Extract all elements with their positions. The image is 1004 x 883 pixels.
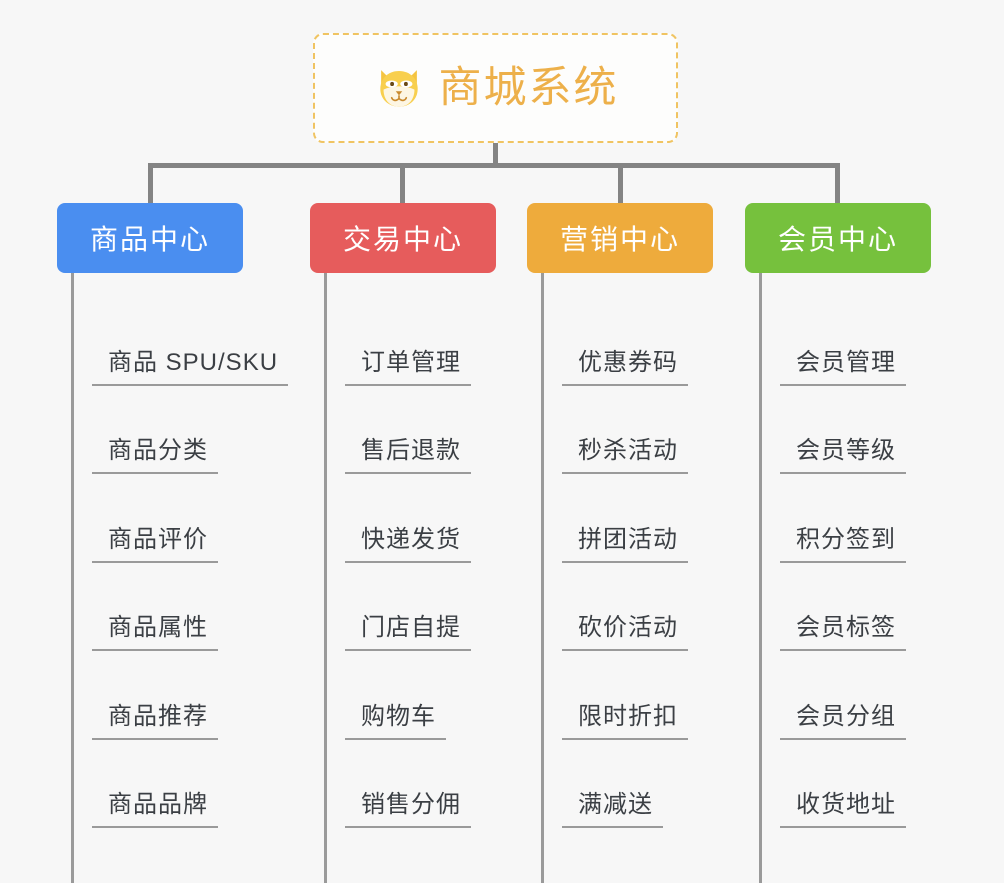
root-node[interactable]: 商城系统 [313,33,678,143]
branch-column-1: 商品中心 商品 SPU/SKU 商品分类 商品评价 商品属性 商品推荐 商品品牌 [57,203,289,883]
list-item[interactable]: 商品 SPU/SKU [92,297,289,386]
leaf-label: 门店自提 [345,607,471,651]
list-item[interactable]: 快递发货 [345,474,510,563]
leaf-label: 商品分类 [92,430,218,474]
category-label-2: 交易中心 [342,224,463,255]
leaf-label: 积分签到 [780,519,906,563]
leaf-label: 会员标签 [780,607,906,651]
list-item[interactable]: 积分签到 [780,474,945,563]
leaf-label: 商品 SPU/SKU [92,342,289,386]
leaf-list-4: 会员管理 会员等级 积分签到 会员标签 会员分组 收货地址 [759,273,945,883]
list-item[interactable]: 会员标签 [780,563,945,651]
list-item[interactable]: 销售分佣 [345,740,510,828]
leaf-label: 订单管理 [345,342,471,386]
leaf-label: 快递发货 [345,519,471,563]
leaf-label: 会员管理 [780,342,906,386]
leaf-label: 收货地址 [780,784,906,828]
connector-drop-1 [148,163,153,205]
list-item[interactable]: 满减送 [562,740,727,828]
leaf-label: 拼团活动 [562,519,688,563]
list-item[interactable]: 商品分类 [92,386,287,474]
leaf-label: 商品评价 [92,519,218,563]
leaf-label: 商品属性 [92,607,218,651]
root-title: 商城系统 [438,63,619,112]
leaf-label: 优惠券码 [562,342,688,386]
leaf-label: 销售分佣 [345,784,471,828]
category-box-1[interactable]: 商品中心 [57,203,243,273]
mindmap-diagram: 商城系统 商品中心 商品 SPU/SKU 商品分类 商品评价 商品属性 商品推荐… [57,33,931,883]
category-label-3: 营销中心 [559,224,680,255]
leaf-label: 满减送 [562,784,663,828]
leaf-label: 会员分组 [780,696,906,740]
leaf-label: 购物车 [345,696,446,740]
list-item[interactable]: 砍价活动 [562,563,727,651]
list-item[interactable]: 商品品牌 [92,740,287,828]
connector-drop-3 [618,163,623,205]
list-item[interactable]: 门店自提 [345,563,510,651]
list-item[interactable]: 购物车 [345,651,510,740]
list-item[interactable]: 会员等级 [780,386,945,474]
list-item[interactable]: 商品属性 [92,563,287,651]
leaf-list-2: 订单管理 售后退款 快递发货 门店自提 购物车 销售分佣 [324,273,510,883]
category-label-1: 商品中心 [89,224,210,255]
list-item[interactable]: 秒杀活动 [562,386,727,474]
list-item[interactable]: 限时折扣 [562,651,727,740]
leaf-label: 商品推荐 [92,696,218,740]
leaf-label: 会员等级 [780,430,906,474]
branch-column-2: 交易中心 订单管理 售后退款 快递发货 门店自提 购物车 销售分佣 [310,203,510,883]
category-box-4[interactable]: 会员中心 [745,203,931,273]
connector-drop-2 [400,163,405,205]
category-box-2[interactable]: 交易中心 [310,203,496,273]
leaf-label: 砍价活动 [562,607,688,651]
category-box-3[interactable]: 营销中心 [527,203,713,273]
connector-bus-bar [148,163,840,168]
category-label-4: 会员中心 [777,224,898,255]
list-item[interactable]: 收货地址 [780,740,945,828]
list-item[interactable]: 售后退款 [345,386,510,474]
dog-face-icon [379,70,418,107]
list-item[interactable]: 会员分组 [780,651,945,740]
list-item[interactable]: 商品评价 [92,474,287,563]
connector-root-stem [493,143,498,167]
leaf-list-3: 优惠券码 秒杀活动 拼团活动 砍价活动 限时折扣 满减送 [541,273,727,883]
leaf-label: 秒杀活动 [562,430,688,474]
list-item[interactable]: 拼团活动 [562,474,727,563]
leaf-label: 售后退款 [345,430,471,474]
list-item[interactable]: 会员管理 [780,297,945,386]
leaf-list-1: 商品 SPU/SKU 商品分类 商品评价 商品属性 商品推荐 商品品牌 [71,273,289,883]
list-item[interactable]: 订单管理 [345,297,510,386]
list-item[interactable]: 优惠券码 [562,297,727,386]
leaf-label: 商品品牌 [92,784,218,828]
connector-drop-4 [835,163,840,205]
leaf-label: 限时折扣 [562,696,688,740]
branch-column-3: 营销中心 优惠券码 秒杀活动 拼团活动 砍价活动 限时折扣 满减送 [527,203,727,883]
list-item[interactable]: 商品推荐 [92,651,287,740]
branch-column-4: 会员中心 会员管理 会员等级 积分签到 会员标签 会员分组 收货地址 [745,203,945,883]
